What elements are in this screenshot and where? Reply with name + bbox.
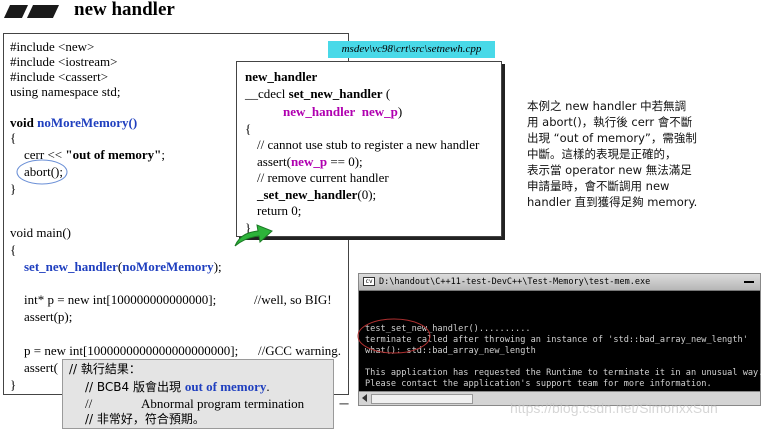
code-line-main-open-brace: { [10,242,17,257]
result-line-4: // 非常好，符合預期。 [85,412,205,426]
description-line-3: 出現 “out of memory”，需強制 [527,131,697,145]
code-line-alloc2: p = new int[1000000000000000000000]; [24,343,239,358]
abort-highlight-ellipse [16,159,68,185]
code-line-fn-open-brace: { [10,130,17,145]
description-line-6: 申請量時，會不斷調用 new [527,179,670,193]
description-line-4: 中斷。這樣的表現是正確的， [527,147,677,161]
header-bar-1 [3,5,29,18]
set-new-handler-call: set_new_handler [24,259,118,274]
result-out-of-memory: out of memory [184,379,267,394]
handler-open-paren: ( [382,86,391,101]
console-titlebar[interactable]: cv D:\handout\C++11-test-DevC++\Test-Mem… [359,274,760,291]
set-new-handler-close: ); [213,259,222,274]
console-title: D:\handout\C++11-test-DevC++\Test-Memory… [379,277,651,287]
handler-param-type: new_handler [283,104,356,119]
fn-name: noMoreMemory() [37,115,138,130]
cerr-prefix: cerr << [24,147,66,162]
code-line-assert2: assert( [24,360,58,375]
code-line-abort: abort(); [24,164,63,179]
description-line-7: handler 直到獲得足夠 memory. [527,195,698,209]
code-comment-alloc2: //GCC warning. [258,343,342,358]
handler-fn-name: set_new_handler [288,86,383,101]
clipped-char: 一 [339,400,349,411]
slide-title: new handler [74,0,175,20]
handler-assert-suffix: == 0); [327,154,363,169]
console-horizontal-scrollbar[interactable] [359,391,760,405]
handler-decl-line: __cdecl set_new_handler ( [245,86,390,101]
green-arrow-icon [234,224,273,247]
file-path-label: msdev\vc98\crt\src\setnewh.cpp [328,41,495,58]
scroll-left-arrow-icon[interactable] [362,394,367,402]
minimize-icon[interactable] [744,278,754,283]
handler-assert-prefix: assert( [257,154,291,169]
result-line-3-prefix: // [85,396,93,411]
handler-open-brace: { [245,121,252,136]
console-line-3: what(): std::bad_array_new_length [365,346,536,356]
handler-assert-var: new_p [290,154,328,169]
set-new-handler-arg: noMoreMemory [122,259,214,274]
handler-return-line: return 0; [257,203,302,218]
result-bcb4-prefix: // BCB4 版會出現 [85,380,185,394]
console-line-6: Please contact the application's support… [365,379,712,389]
handler-set-args: (0); [357,187,377,202]
set-new-handler-open: ( [117,259,123,274]
console-window[interactable]: cv D:\handout\C++11-test-DevC++\Test-Mem… [357,273,761,406]
handler-param-name: new_p [361,104,398,119]
cerr-string: "out of memory" [65,147,162,162]
header-bar-2 [26,5,60,18]
code-line-main-signature: void main() [10,225,72,240]
set-new-handler-source-box: new_handler __cdecl set_new_handler ( ne… [236,61,502,237]
code-line-include-new: #include <new> [10,39,95,54]
handler-assert-line: assert(new_p == 0); [257,154,363,169]
handler-return-type: new_handler [245,69,318,84]
scroll-thumb[interactable] [371,394,473,404]
code-comment-alloc1: //well, so BIG! [254,292,332,307]
code-line-fn-close-brace: } [10,181,17,196]
console-app-icon: cv [363,277,375,286]
code-line-include-iostream: #include <iostream> [10,54,118,69]
description-line-2: 用 abort()，執行後 cerr 會不斷 [527,115,693,129]
result-line-2: // BCB4 版會出現 out of memory. [85,379,270,395]
cerr-suffix: ; [161,147,166,162]
code-line-assert1: assert(p); [24,309,73,324]
code-line-using-namespace: using namespace std; [10,84,121,99]
description-line-5: 表示當 operator new 無法滿足 [527,163,692,177]
result-line-3-text: Abnormal program termination [141,396,305,411]
handler-close-paren: ) [397,104,403,119]
handler-close-brace: } [245,220,252,235]
console-line-2: terminate called after throwing an insta… [365,335,748,345]
code-line-include-cassert: #include <cassert> [10,69,109,84]
description-line-1: 本例之 new handler 中若無調 [527,99,687,113]
handler-set-line: _set_new_handler(0); [257,187,376,202]
code-line-fn-signature: void noMoreMemory() [10,115,137,130]
code-line-cerr: cerr << "out of memory"; [24,147,165,162]
result-line-1: // 執行結果： [69,362,141,376]
result-period: . [266,379,270,394]
code-line-set-new-handler: set_new_handler(noMoreMemory); [24,259,222,274]
console-line-1: test_set_new_handler().......... [365,324,531,334]
code-line-alloc1: int* p = new int[100000000000000]; [24,292,217,307]
console-highlight-ellipse [357,318,431,354]
watermark-url: https://blog.csdn.net/SimonxxSun [510,400,718,416]
handler-cdecl: __cdecl [245,86,289,101]
handler-param-line: new_handler new_p) [283,104,402,119]
code-line-main-close-brace: } [10,377,17,392]
console-line-5: This application has requested the Runti… [365,368,761,378]
fn-void-keyword: void [10,115,38,130]
handler-comment-stub: // cannot use stub to register a new han… [257,137,480,152]
handler-set-fn: _set_new_handler [257,187,358,202]
handler-comment-remove: // remove current handler [257,170,389,185]
result-note-box: // 執行結果： // BCB4 版會出現 out of memory. // … [62,359,334,429]
